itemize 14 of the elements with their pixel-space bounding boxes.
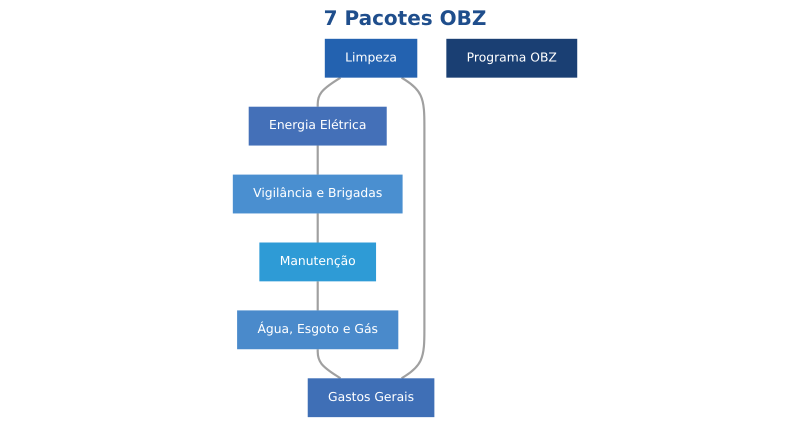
node-box: Manutenção bbox=[259, 242, 376, 281]
connector bbox=[316, 212, 319, 242]
node-box: Vigilância e Brigadas bbox=[232, 174, 403, 213]
connector bbox=[316, 76, 342, 106]
node-box: Limpeza bbox=[324, 38, 418, 78]
diagram-title: 7 Pacotes OBZ bbox=[324, 6, 486, 30]
connector bbox=[400, 76, 426, 379]
connector bbox=[316, 348, 342, 379]
node-box: Energia Elétrica bbox=[248, 106, 387, 146]
connector bbox=[316, 280, 319, 310]
node-box: Programa OBZ bbox=[446, 38, 578, 78]
connector bbox=[316, 145, 319, 174]
node-box: Gastos Gerais bbox=[308, 378, 434, 417]
node-box: Água, Esgoto e Gás bbox=[237, 310, 398, 349]
